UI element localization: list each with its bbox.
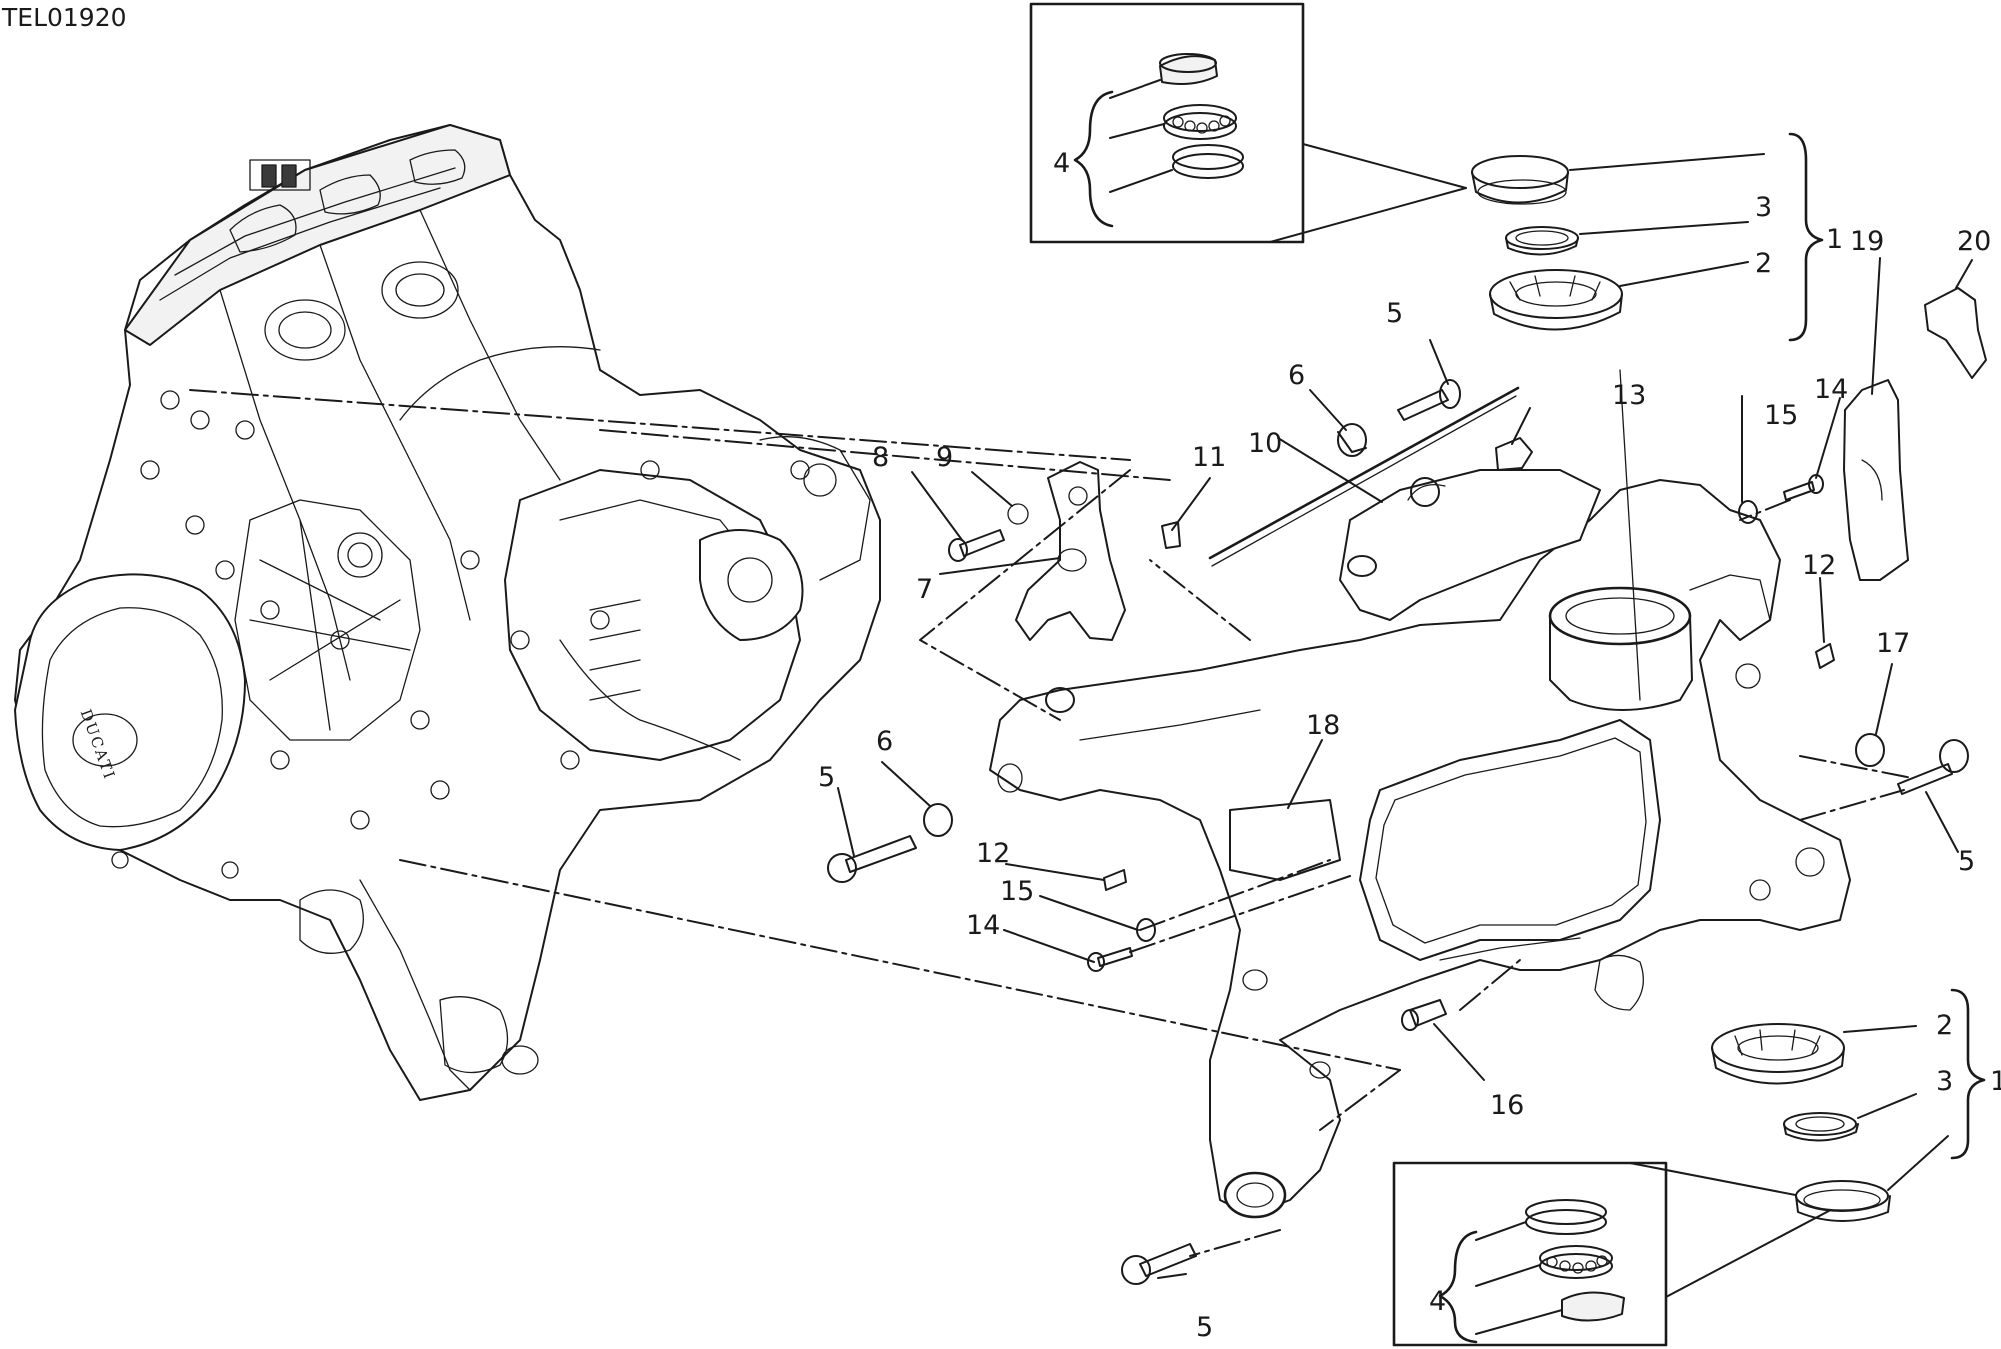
callout-1-bottom: 1	[1990, 1066, 2001, 1097]
callout-17: 17	[1876, 628, 1910, 659]
callout-14-mid: 14	[966, 910, 1000, 941]
callout-2-bottom: 2	[1936, 1010, 1953, 1041]
callout-5-top: 5	[1386, 298, 1403, 329]
callout-11: 11	[1192, 442, 1226, 473]
top-bearing-inset: 4	[1029, 2, 1467, 244]
callout-5-right: 5	[1958, 846, 1975, 877]
callout-16: 16	[1490, 1090, 1524, 1121]
callout-15-mid: 15	[1000, 876, 1034, 907]
callout-12-right: 12	[1802, 550, 1836, 581]
callout-numbers: 5 6 10 13 11 8 9 7 15 14 12 17 5 6 5 18 …	[818, 298, 1975, 1343]
engine-mount-bracket	[1015, 461, 1126, 641]
bottom-bearing-inset: 4	[1392, 1161, 1843, 1347]
callout-1-top: 1	[1826, 224, 1843, 255]
callout-7: 7	[916, 574, 933, 605]
callout-13: 13	[1612, 380, 1646, 411]
callout-3-top: 3	[1755, 192, 1772, 223]
callout-14-right: 14	[1814, 374, 1848, 405]
callout-4-top: 4	[1053, 148, 1070, 179]
callout-19: 19	[1850, 226, 1884, 257]
callout-3-bottom: 3	[1936, 1066, 1953, 1097]
side-covers-19-20: 19 20	[1843, 226, 1991, 581]
callout-5-left: 5	[818, 762, 835, 793]
callout-6-top: 6	[1288, 360, 1305, 391]
callout-4-bottom: 4	[1429, 1286, 1446, 1317]
callout-leaders	[837, 339, 1959, 1279]
callout-5-bottom: 5	[1196, 1312, 1213, 1343]
callout-12-mid: 12	[976, 838, 1010, 869]
callout-9: 9	[936, 442, 953, 473]
callout-10: 10	[1248, 428, 1282, 459]
top-head-bearing-parts: 1 3 2	[1471, 132, 1843, 342]
callout-6-left: 6	[876, 726, 893, 757]
engine-assembly: DUCATI	[14, 124, 881, 1101]
main-frame	[989, 369, 1851, 1219]
callout-20: 20	[1957, 226, 1991, 257]
callout-18: 18	[1306, 710, 1340, 741]
drawing-code: TEL01920	[1, 3, 127, 32]
callout-15-right: 15	[1764, 400, 1798, 431]
callout-8: 8	[872, 442, 889, 473]
callout-2-top: 2	[1755, 248, 1772, 279]
bottom-head-bearing-parts: 2 3 1	[1711, 988, 2001, 1222]
alignment-lines	[189, 389, 1913, 1257]
